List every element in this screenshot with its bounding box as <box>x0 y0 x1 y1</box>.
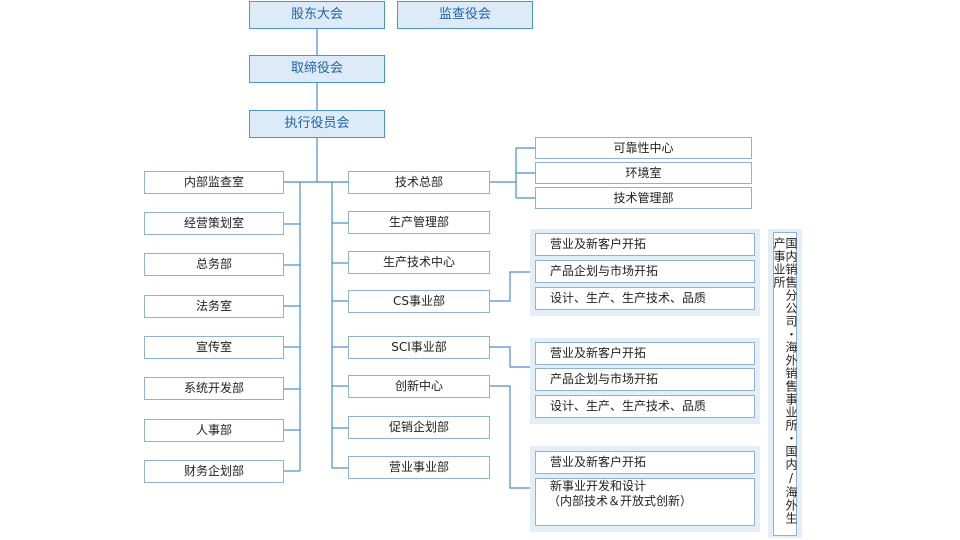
sales-production-offices-text: 国内销售分公司・海外销售事业所・国内/海外生产事业所 <box>772 237 798 525</box>
sci-design-production-quality: 设计、生产、生产技术、品质 <box>535 395 755 418</box>
innovation-new-business-line1: 新事业开发和设计 <box>550 479 647 493</box>
dept-cs-division: CS事业部 <box>348 290 490 313</box>
dept-legal: 法务室 <box>144 295 284 318</box>
dept-production-technology-center: 生产技术中心 <box>348 251 490 274</box>
executive-committee-box: 执行役员会 <box>249 110 385 138</box>
unit-environment-office: 环境室 <box>535 162 752 184</box>
dept-production-management: 生产管理部 <box>348 211 490 234</box>
sci-product-planning-market: 产品企划与市场开拓 <box>535 368 755 391</box>
unit-technology-management: 技术管理部 <box>535 187 752 209</box>
dept-sci-division: SCI事业部 <box>348 336 490 359</box>
dept-business-planning: 经营策划室 <box>144 212 284 235</box>
dept-human-resources: 人事部 <box>144 419 284 442</box>
innovation-new-business-line2: （内部技术＆开放式创新） <box>548 494 693 508</box>
cs-product-planning-market: 产品企划与市场开拓 <box>535 260 755 283</box>
innovation-new-business-development: 新事业开发和设计 （内部技术＆开放式创新） <box>535 478 755 526</box>
cs-design-production-quality: 设计、生产、生产技术、品质 <box>535 287 755 310</box>
dept-systems-development: 系统开发部 <box>144 377 284 400</box>
dept-sales-division: 营业事业部 <box>348 456 490 479</box>
dept-public-relations: 宣传室 <box>144 336 284 359</box>
dept-finance-planning: 财务企划部 <box>144 460 284 483</box>
sales-production-offices-label: 国内销售分公司・海外销售事业所・国内/海外生产事业所 <box>772 232 798 536</box>
dept-innovation-center: 创新中心 <box>348 375 490 398</box>
board-of-directors-box: 取缔役会 <box>249 55 385 83</box>
audit-board-box: 监查役会 <box>397 1 533 29</box>
dept-technology-hq: 技术总部 <box>348 171 490 194</box>
shareholders-meeting-box: 股东大会 <box>249 1 385 29</box>
dept-sales-promotion-planning: 促销企划部 <box>348 416 490 439</box>
innovation-sales-new-customers: 营业及新客户开拓 <box>535 451 755 474</box>
dept-general-affairs: 总务部 <box>144 253 284 276</box>
dept-internal-audit: 内部监查室 <box>144 171 284 194</box>
sci-sales-new-customers: 营业及新客户开拓 <box>535 342 755 365</box>
cs-sales-new-customers: 营业及新客户开拓 <box>535 233 755 256</box>
unit-reliability-center: 可靠性中心 <box>535 137 752 159</box>
